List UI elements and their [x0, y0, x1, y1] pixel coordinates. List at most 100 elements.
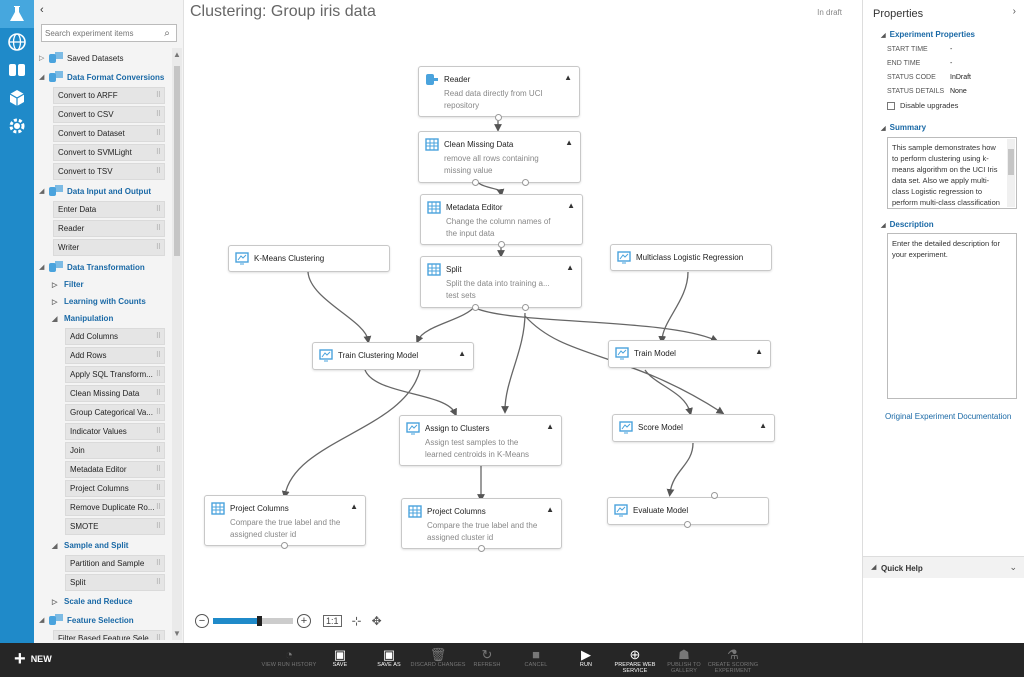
- module-node-multiclass-logistic-regression[interactable]: Multiclass Logistic Regression: [610, 244, 772, 271]
- settings-icon[interactable]: [0, 112, 34, 140]
- palette-module-item[interactable]: Clean Missing Data⠿: [65, 385, 165, 402]
- palette-category[interactable]: ◢Data Input and Output: [34, 182, 172, 200]
- palette-module-item[interactable]: Project Columns⠿: [65, 480, 165, 497]
- palette-module-item[interactable]: Convert to ARFF⠿: [53, 87, 165, 104]
- palette-category[interactable]: ◢Data Transformation: [34, 258, 172, 276]
- command-view-run-history[interactable]: ◔VIEW RUN HISTORY: [259, 647, 319, 668]
- collapse-chevron-icon[interactable]: ▲: [565, 138, 573, 147]
- palette-subcategory[interactable]: ◢Manipulation: [34, 310, 172, 327]
- drag-grip-icon[interactable]: ⠿: [155, 635, 161, 640]
- module-node-train-clustering-model[interactable]: Train Clustering Model ▲: [312, 342, 474, 370]
- summary-textarea[interactable]: This sample demonstrates how to perform …: [887, 137, 1017, 209]
- palette-module-item[interactable]: Convert to CSV⠿: [53, 106, 165, 123]
- palette-module-item[interactable]: Add Columns⠿: [65, 328, 165, 345]
- drag-grip-icon[interactable]: ⠿: [155, 92, 161, 99]
- palette-module-item[interactable]: Indicator Values⠿: [65, 423, 165, 440]
- drag-grip-icon[interactable]: ⠿: [155, 333, 161, 340]
- palette-subcategory[interactable]: ◢Sample and Split: [34, 537, 172, 554]
- collapse-chevron-icon[interactable]: ▲: [546, 422, 554, 431]
- trained-models-icon[interactable]: [0, 84, 34, 112]
- drag-grip-icon[interactable]: ⠿: [155, 244, 161, 251]
- summary-scrollbar[interactable]: [1007, 139, 1015, 207]
- command-refresh[interactable]: ↻REFRESH: [457, 647, 517, 668]
- original-documentation-link[interactable]: Original Experiment Documentation: [885, 412, 1012, 421]
- zoom-slider-handle[interactable]: [257, 616, 263, 626]
- command-save-as[interactable]: ▣SAVE AS: [359, 647, 419, 668]
- command-prepare-web-service[interactable]: ⊕PREPARE WEB SERVICE: [605, 647, 665, 674]
- new-button[interactable]: +NEW: [14, 649, 52, 669]
- collapse-triangle-icon[interactable]: ◢: [39, 617, 45, 624]
- collapse-chevron-icon[interactable]: ▲: [567, 201, 575, 210]
- drag-grip-icon[interactable]: ⠿: [155, 371, 161, 378]
- command-cancel[interactable]: ■CANCEL: [506, 647, 566, 668]
- module-node-split[interactable]: Split Split the data into training a... …: [420, 256, 582, 308]
- experiments-icon[interactable]: [0, 0, 34, 28]
- collapse-panel-button[interactable]: ›: [1012, 6, 1016, 17]
- palette-subcategory[interactable]: ▷Scale and Reduce: [34, 593, 172, 610]
- checkbox-box[interactable]: [887, 101, 895, 110]
- drag-grip-icon[interactable]: ⠿: [155, 130, 161, 137]
- module-node-clean-missing-data[interactable]: Clean Missing Data remove all rows conta…: [418, 131, 581, 183]
- palette-collapse-button[interactable]: ‹: [40, 4, 44, 16]
- command-save[interactable]: ▣SAVE: [310, 647, 370, 668]
- expand-triangle-icon[interactable]: ▷: [39, 55, 45, 62]
- drag-grip-icon[interactable]: ⠿: [155, 523, 161, 530]
- drag-grip-icon[interactable]: ⠿: [155, 447, 161, 454]
- search-icon[interactable]: ⌕: [164, 27, 170, 39]
- collapse-chevron-icon[interactable]: ▲: [350, 502, 358, 511]
- description-textarea[interactable]: Enter the detailed description for your …: [887, 233, 1017, 399]
- collapse-chevron-icon[interactable]: ▲: [564, 73, 572, 82]
- experiment-properties-header[interactable]: ◢Experiment Properties: [881, 30, 975, 39]
- zoom-slider[interactable]: [213, 616, 293, 626]
- collapse-triangle-icon[interactable]: ◢: [52, 542, 58, 550]
- module-node-reader[interactable]: Reader Read data directly from UCI repos…: [418, 66, 580, 117]
- page-title[interactable]: Clustering: Group iris data: [190, 3, 376, 20]
- drag-grip-icon[interactable]: ⠿: [155, 352, 161, 359]
- output-port[interactable]: [495, 114, 502, 121]
- palette-module-item[interactable]: Metadata Editor⠿: [65, 461, 165, 478]
- palette-module-item[interactable]: Partition and Sample⠿: [65, 555, 165, 572]
- module-node-project-columns-2[interactable]: Project Columns Compare the true label a…: [401, 498, 562, 549]
- collapse-chevron-icon[interactable]: ▲: [755, 347, 763, 356]
- output-port[interactable]: [472, 179, 479, 186]
- output-port[interactable]: [281, 542, 288, 549]
- palette-module-item[interactable]: Split⠿: [65, 574, 165, 591]
- fit-to-screen-icon[interactable]: ⊹: [351, 614, 362, 628]
- command-create-scoring-experiment[interactable]: ⚗CREATE SCORING EXPERIMENT: [703, 647, 763, 674]
- input-port[interactable]: [711, 492, 718, 499]
- pan-icon[interactable]: ✥: [371, 614, 382, 628]
- drag-grip-icon[interactable]: ⠿: [155, 485, 161, 492]
- collapse-triangle-icon[interactable]: ◢: [52, 315, 58, 323]
- palette-scrollbar[interactable]: ▲ ▼: [172, 48, 182, 640]
- module-node-assign-to-clusters[interactable]: Assign to Clusters Assign test samples t…: [399, 415, 562, 466]
- scrollbar-thumb[interactable]: [1008, 149, 1014, 175]
- collapse-triangle-icon[interactable]: ◢: [39, 264, 45, 271]
- actual-size-button[interactable]: 1:1: [323, 615, 342, 627]
- palette-module-item[interactable]: Writer⠿: [53, 239, 165, 256]
- drag-grip-icon[interactable]: ⠿: [155, 168, 161, 175]
- palette-module-item[interactable]: Convert to TSV⠿: [53, 163, 165, 180]
- module-node-k-means-clustering[interactable]: K-Means Clustering: [228, 245, 390, 272]
- palette-category[interactable]: ▷Saved Datasets: [34, 49, 172, 67]
- drag-grip-icon[interactable]: ⠿: [155, 111, 161, 118]
- module-node-metadata-editor[interactable]: Metadata Editor Change the column names …: [420, 194, 583, 245]
- output-port[interactable]: [684, 521, 691, 528]
- command-run[interactable]: ▶RUN: [556, 647, 616, 668]
- palette-category[interactable]: ◢Feature Selection: [34, 611, 172, 629]
- drag-grip-icon[interactable]: ⠿: [155, 225, 161, 232]
- palette-module-item[interactable]: Apply SQL Transform...⠿: [65, 366, 165, 383]
- drag-grip-icon[interactable]: ⠿: [155, 466, 161, 473]
- module-node-score-model[interactable]: Score Model ▲: [612, 414, 775, 442]
- command-publish-to-gallery[interactable]: ☗PUBLISH TO GALLERY: [654, 647, 714, 674]
- output-port[interactable]: [522, 304, 529, 311]
- drag-grip-icon[interactable]: ⠿: [155, 560, 161, 567]
- summary-header[interactable]: ◢Summary: [881, 123, 926, 132]
- palette-subcategory[interactable]: ▷Filter: [34, 276, 172, 293]
- search-input[interactable]: [42, 28, 160, 38]
- collapse-triangle-icon[interactable]: ◢: [39, 74, 45, 81]
- palette-module-item[interactable]: Group Categorical Va...⠿: [65, 404, 165, 421]
- collapse-chevron-icon[interactable]: ▲: [566, 263, 574, 272]
- collapse-chevron-icon[interactable]: ▲: [458, 349, 466, 358]
- disable-upgrades-checkbox[interactable]: Disable upgrades: [887, 101, 958, 110]
- web-services-icon[interactable]: [0, 28, 34, 56]
